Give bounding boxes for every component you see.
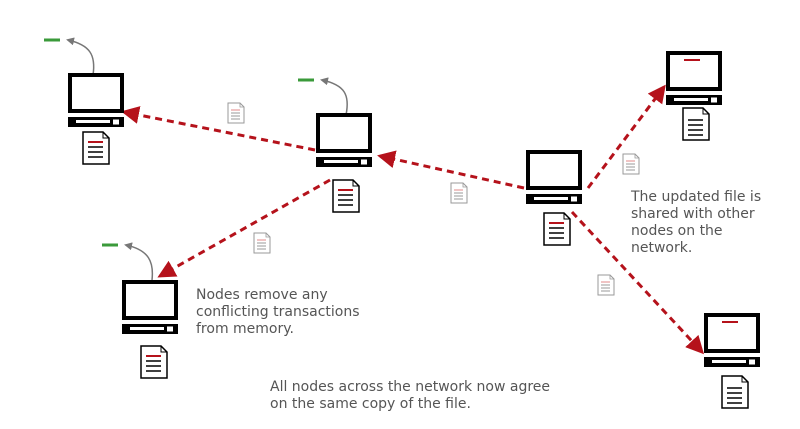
discard-curves: [66, 37, 348, 281]
green-marks: [44, 38, 314, 247]
document-icon: [253, 232, 271, 254]
document-icon: [721, 375, 749, 409]
document-icon: [140, 345, 168, 379]
discard-arrow-icon: [320, 77, 348, 116]
discard-arrow-icon: [66, 37, 95, 76]
computer-icon: [314, 113, 374, 169]
arrow-center-to-bottomleft: [157, 178, 331, 278]
arrow-right-to-topright: [586, 84, 666, 189]
annotation-nodes-remove: Nodes remove any conflicting transaction…: [196, 287, 360, 337]
arrow-right-to-center: [377, 150, 525, 190]
computer-icon: [66, 73, 126, 129]
discard-arrow-icon: [124, 242, 154, 281]
document-icon: [227, 102, 245, 124]
document-icon: [597, 274, 615, 296]
transmission-arrows: [121, 84, 705, 355]
document-icon: [622, 153, 640, 175]
document-icon: [543, 212, 571, 246]
document-icon: [682, 107, 710, 141]
computer-icon: [524, 150, 584, 206]
document-icon: [332, 179, 360, 213]
arrow-center-to-topleft: [121, 106, 316, 152]
document-icon: [450, 182, 468, 204]
computer-icon: [120, 280, 180, 336]
annotation-updated-file: The updated file is shared with other no…: [631, 189, 762, 256]
document-icon: [82, 131, 110, 165]
arrow-right-to-bottomright: [570, 210, 705, 355]
annotation-all-agree: All nodes across the network now agree o…: [270, 379, 551, 412]
